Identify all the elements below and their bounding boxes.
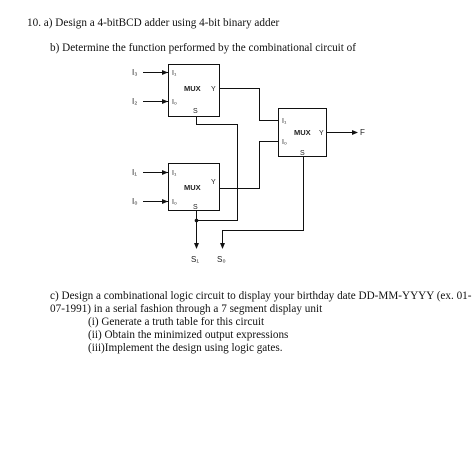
mux-top-pin-y: Y (211, 86, 216, 93)
mux-top-label: MUX (184, 84, 201, 93)
wire-s1 (222, 157, 304, 246)
part-c-item-1: (i) Generate a truth table for this circ… (88, 316, 265, 328)
mux-top-box (168, 64, 220, 117)
question-part-a: 10. a) Design a 4-bitBCD adder using 4-b… (27, 17, 279, 30)
label-input-i2: I₂ (132, 97, 137, 106)
arrow-i3 (162, 70, 168, 75)
mux-right-pin-s: S (300, 150, 305, 157)
arrow-s0-down (220, 243, 225, 249)
mux-bottom-pin-s: S (193, 204, 198, 211)
mux-bottom-pin-y: Y (211, 179, 216, 186)
label-output-f: F (360, 128, 365, 137)
arrow-f (352, 130, 358, 135)
wire-s0-top (196, 117, 238, 221)
mux-right-pin-y: Y (319, 130, 324, 137)
mux-right-label: MUX (294, 128, 311, 137)
mux-bottom-pin-i1: I₁ (172, 170, 177, 177)
label-select-s0: S₀ (217, 255, 226, 264)
wire-top-y (220, 88, 278, 121)
mux-top-pin-i1: I₁ (172, 70, 177, 77)
arrow-i0 (162, 199, 168, 204)
part-c-line1: c) Design a combinational logic circuit … (50, 290, 472, 302)
mux-bottom-label: MUX (184, 183, 201, 192)
label-input-i3: I₃ (132, 68, 137, 77)
mux-right-pin-i0: I₀ (282, 139, 287, 146)
label-select-s1: S₁ (191, 255, 199, 264)
part-c-item-3: (iii)Implement the design using logic ga… (88, 342, 283, 354)
wire-bottom-y (220, 141, 278, 189)
arrow-i2 (162, 99, 168, 104)
question-number: 10. (27, 17, 41, 29)
mux-right-box (278, 108, 327, 157)
mux-bottom-box (168, 163, 220, 211)
label-input-i1: I₁ (132, 168, 137, 177)
junction-dot (194, 218, 199, 223)
arrow-s1-down (194, 243, 199, 249)
mux-top-pin-s: S (193, 108, 198, 115)
part-c-line2: 07-1991) in a serial fashion through a 7… (50, 303, 323, 315)
question-part-b: b) Determine the function performed by t… (50, 42, 356, 54)
mux-top-pin-i0: I₀ (172, 99, 177, 106)
part-c-item-2: (ii) Obtain the minimized output express… (88, 329, 289, 341)
arrow-i1 (162, 170, 168, 175)
part-a-text: a) Design a 4-bitBCD adder using 4-bit b… (43, 17, 280, 29)
label-input-i0: I₀ (132, 197, 138, 206)
mux-right-pin-i1: I₁ (282, 118, 287, 125)
mux-bottom-pin-i0: I₀ (172, 199, 177, 206)
